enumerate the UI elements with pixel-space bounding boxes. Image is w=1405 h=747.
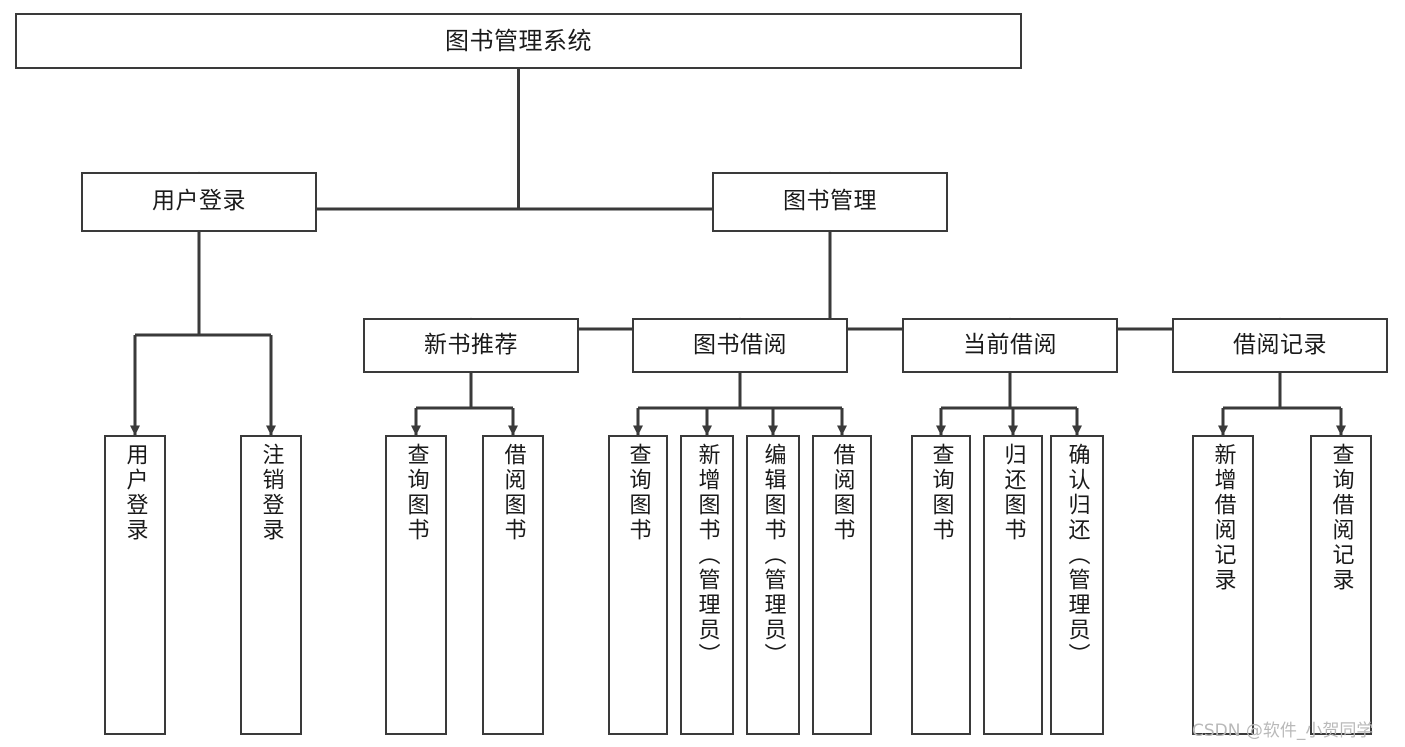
node-leaf-borrow-book-1[interactable]: 借阅图书 — [482, 435, 544, 735]
node-leaf-return-book[interactable]: 归还图书 — [983, 435, 1043, 735]
node-leaf-borrow-book-2[interactable]: 借阅图书 — [812, 435, 872, 735]
node-label: 借阅图书 — [829, 443, 855, 543]
node-label: 查询借阅记录 — [1328, 443, 1354, 593]
node-label: 用户登录 — [152, 188, 246, 215]
node-leaf-add-book[interactable]: 新增图书（管理员） — [680, 435, 734, 735]
node-leaf-user-logout[interactable]: 注销登录 — [240, 435, 302, 735]
watermark-text: CSDN @软件_小贺同学 — [1192, 721, 1374, 741]
node-new-book-rec[interactable]: 新书推荐 — [363, 318, 579, 373]
node-label: 查询图书 — [625, 443, 651, 543]
node-label: 查询图书 — [928, 443, 954, 543]
node-label: 确认归还（管理员） — [1064, 443, 1090, 668]
node-label: 当前借阅 — [963, 331, 1057, 358]
node-leaf-query-record[interactable]: 查询借阅记录 — [1310, 435, 1372, 735]
node-book-manage[interactable]: 图书管理 — [712, 172, 948, 232]
node-leaf-edit-book[interactable]: 编辑图书（管理员） — [746, 435, 800, 735]
node-label: 新书推荐 — [424, 331, 518, 358]
edge-paths — [130, 69, 1346, 436]
node-root[interactable]: 图书管理系统 — [15, 13, 1022, 69]
node-leaf-confirm-return[interactable]: 确认归还（管理员） — [1050, 435, 1104, 735]
node-leaf-add-record[interactable]: 新增借阅记录 — [1192, 435, 1254, 735]
node-label: 图书管理 — [783, 188, 877, 215]
node-book-borrow[interactable]: 图书借阅 — [632, 318, 848, 373]
node-leaf-query-book-2[interactable]: 查询图书 — [608, 435, 668, 735]
node-leaf-query-book-1[interactable]: 查询图书 — [385, 435, 447, 735]
node-label: 新增图书（管理员） — [694, 443, 720, 668]
node-leaf-user-login[interactable]: 用户登录 — [104, 435, 166, 735]
node-borrow-record[interactable]: 借阅记录 — [1172, 318, 1388, 373]
node-label: 归还图书 — [1000, 443, 1026, 543]
node-label: 新增借阅记录 — [1210, 443, 1236, 593]
node-current-borrow[interactable]: 当前借阅 — [902, 318, 1118, 373]
node-label: 用户登录 — [122, 443, 148, 543]
node-label: 编辑图书（管理员） — [760, 443, 786, 668]
node-label: 注销登录 — [258, 443, 284, 543]
node-leaf-query-book-3[interactable]: 查询图书 — [911, 435, 971, 735]
node-label: 图书借阅 — [693, 331, 787, 358]
node-label: 借阅图书 — [500, 443, 526, 543]
node-label: 图书管理系统 — [445, 26, 592, 55]
node-user-login[interactable]: 用户登录 — [81, 172, 317, 232]
node-label: 借阅记录 — [1233, 331, 1327, 358]
node-label: 查询图书 — [403, 443, 429, 543]
